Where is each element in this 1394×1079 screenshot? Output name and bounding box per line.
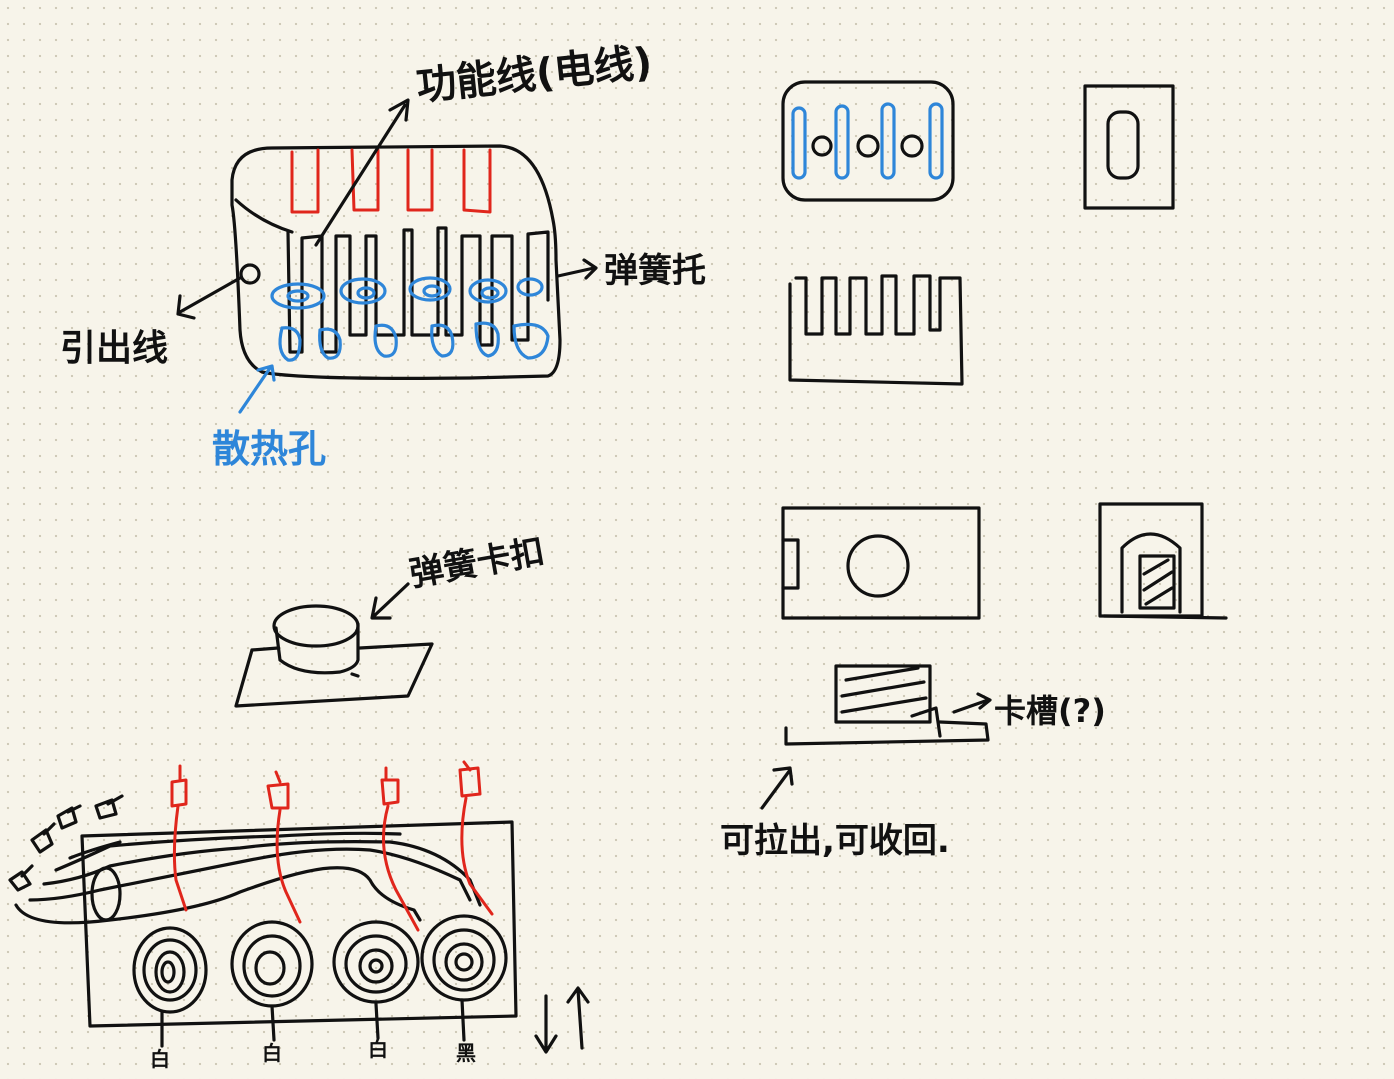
label-wire-top: 功能线(电线) <box>414 39 654 109</box>
bottom-label-4: 黑 <box>456 1041 476 1065</box>
slide-block <box>834 664 932 724</box>
bottom-label-3: 白 <box>368 1037 388 1061</box>
device-top-curve <box>234 198 294 234</box>
wire-bundle <box>14 831 482 925</box>
red-wire-4 <box>462 148 492 214</box>
catch-front-box <box>781 506 981 620</box>
red-wire-1 <box>290 148 320 214</box>
label-lead-wire: 引出线 <box>60 328 168 369</box>
arrow-pull-retract <box>760 766 794 810</box>
arrow-spring-clip <box>370 582 410 620</box>
arrow-to-wire <box>314 98 410 247</box>
bottom-label-2: 白 <box>262 1041 282 1065</box>
side-view-slot <box>1106 110 1140 180</box>
label-spring-holder: 弹簧托 <box>604 251 706 291</box>
arrow-lead-wire <box>176 276 242 320</box>
label-catch: 卡槽(?) <box>994 692 1106 730</box>
red-wire-3 <box>406 148 434 212</box>
label-spring-clip: 弹簧卡扣 <box>407 532 548 595</box>
arrow-vent-holes <box>238 364 276 414</box>
device-body-outline <box>230 144 562 380</box>
arrow-catch <box>952 692 992 714</box>
blue-vent-holes <box>278 321 550 362</box>
top-right-views <box>781 80 1175 386</box>
coil-box-sketch: 白 白 白 黑 <box>8 760 590 1071</box>
label-vent-holes: 散热孔 <box>212 427 326 471</box>
coil-box-outline <box>80 820 518 1028</box>
clip-button-top <box>272 604 360 648</box>
up-down-arrows <box>534 986 590 1054</box>
comb-slots <box>286 226 550 354</box>
front-view-box <box>781 80 955 202</box>
label-pull-retract: 可拉出,可收回. <box>720 821 950 861</box>
coils <box>132 914 508 1014</box>
arrow-spring-holder <box>556 258 598 280</box>
clip-base-plate <box>234 642 434 708</box>
blue-spring-coils <box>270 276 544 310</box>
side-view-box <box>1083 84 1175 210</box>
catch-views: 卡槽(?) 可拉出,可收回. <box>720 502 1228 861</box>
comb-view <box>788 274 964 386</box>
spring-clip-sketch: 弹簧卡扣 <box>234 532 548 708</box>
lead-wire-hole <box>239 263 261 285</box>
slide-rail <box>784 720 990 746</box>
main-device-sketch: 功能线(电线) 弹簧托 引出线 散热孔 <box>60 39 706 471</box>
bottom-label-1: 白 <box>150 1047 170 1071</box>
red-wire-2 <box>350 148 380 212</box>
